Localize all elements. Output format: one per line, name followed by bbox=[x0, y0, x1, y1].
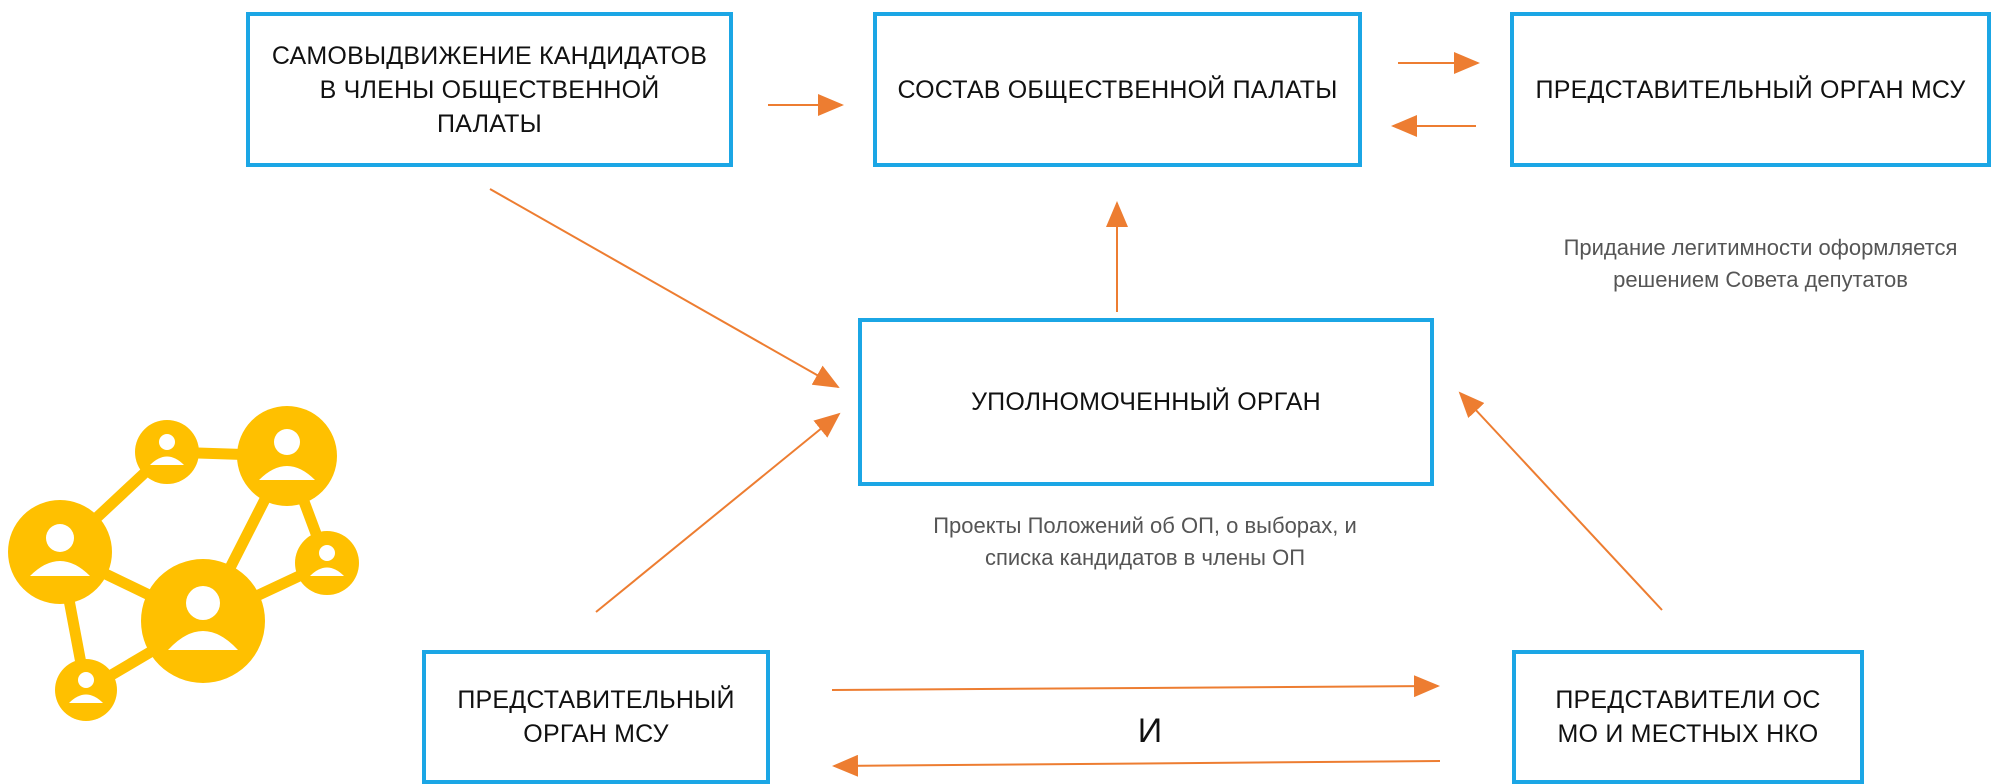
arrow-self-to-authorized bbox=[489, 188, 840, 388]
arrow-os-to-authorized bbox=[1458, 391, 1663, 611]
connector-label-and: И bbox=[1137, 712, 1163, 750]
box-authorized-body-label: УПОЛНОМОЧЕННЫЙ ОРГАН bbox=[971, 388, 1321, 416]
box-representatives-os-nko: ПРЕДСТАВИТЕЛИ ОС МО И МЕСТНЫХ НКО bbox=[1512, 650, 1864, 784]
arrow-os-to-rep bbox=[832, 754, 1441, 777]
note-drafts: Проекты Положений об ОП, о выборах, и сп… bbox=[933, 513, 1357, 570]
box-self-nomination: САМОВЫДВИЖЕНИЕ КАНДИДАТОВ В ЧЛЕНЫ ОБЩЕСТ… bbox=[246, 12, 733, 167]
box-representative-body-bottom: ПРЕДСТАВИТЕЛЬНЫЙ ОРГАН МСУ bbox=[422, 650, 770, 784]
box-representatives-os-nko-label: ПРЕДСТАВИТЕЛИ ОС МО И МЕСТНЫХ НКО bbox=[1555, 686, 1821, 748]
box-authorized-body: УПОЛНОМОЧЕННЫЙ ОРГАН bbox=[858, 318, 1434, 486]
box-representative-body-top-label: ПРЕДСТАВИТЕЛЬНЫЙ ОРГАН МСУ bbox=[1535, 75, 1966, 104]
box-chamber-composition: СОСТАВ ОБЩЕСТВЕННОЙ ПАЛАТЫ bbox=[873, 12, 1362, 167]
arrow-rep-to-os bbox=[831, 675, 1440, 698]
box-chamber-composition-label: СОСТАВ ОБЩЕСТВЕННОЙ ПАЛАТЫ bbox=[897, 75, 1338, 104]
note-legitimacy: Придание легитимности оформляется решени… bbox=[1563, 235, 1958, 292]
box-self-nomination-label: САМОВЫДВИЖЕНИЕ КАНДИДАТОВ В ЧЛЕНЫ ОБЩЕСТ… bbox=[271, 41, 708, 138]
people-network-icon bbox=[8, 406, 359, 721]
box-representative-body-top: ПРЕДСТАВИТЕЛЬНЫЙ ОРГАН МСУ bbox=[1510, 12, 1991, 167]
arrow-rep-bottom-to-authorized bbox=[595, 412, 841, 613]
box-representative-body-bottom-label: ПРЕДСТАВИТЕЛЬНЫЙ ОРГАН МСУ bbox=[457, 686, 735, 748]
